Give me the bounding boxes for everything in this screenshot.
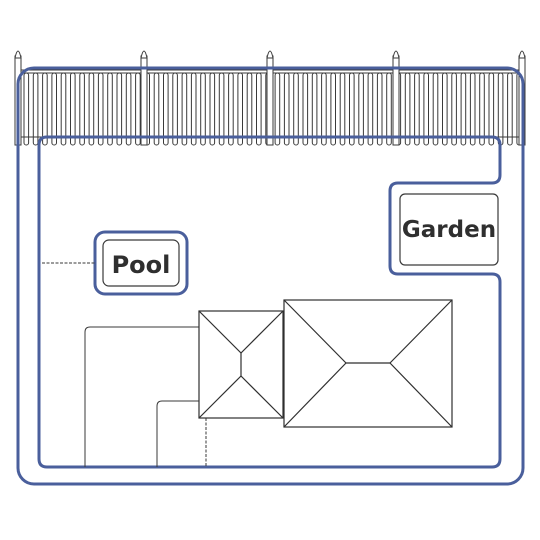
- fence-picket: [60, 72, 67, 146]
- house-small-roof: [198, 310, 284, 419]
- fence-picket: [153, 72, 160, 146]
- fence-picket: [469, 72, 476, 146]
- fence-picket: [237, 72, 243, 146]
- inner-boundary: [37, 135, 502, 469]
- outer-boundary: [16, 66, 525, 486]
- fence-post-finial: [140, 50, 148, 59]
- fence: [14, 50, 526, 146]
- fence-picket: [451, 72, 457, 146]
- fence-picket: [32, 72, 39, 146]
- fence-picket: [311, 72, 318, 146]
- fence-post-finial: [392, 50, 400, 59]
- fence-picket: [172, 72, 178, 146]
- pool-label: Pool: [112, 251, 171, 279]
- fence-picket: [200, 72, 206, 146]
- fence-picket: [23, 72, 30, 146]
- fence-picket: [163, 72, 169, 146]
- fence-picket: [293, 72, 299, 146]
- house-large-roof: [283, 299, 453, 428]
- fence-picket: [190, 72, 197, 146]
- fence-post-finial: [518, 50, 526, 59]
- fence-picket: [321, 72, 327, 146]
- fence-picket: [274, 72, 281, 146]
- fence-picket: [283, 72, 290, 146]
- fence-picket: [442, 72, 448, 146]
- fence-picket: [97, 72, 104, 146]
- fence-picket: [414, 72, 420, 146]
- fence-picket: [107, 72, 113, 146]
- fence-picket: [488, 72, 495, 146]
- fence-post-finial: [14, 50, 22, 59]
- fence-picket: [79, 72, 85, 146]
- fence-picket: [42, 72, 48, 146]
- fence-picket: [218, 72, 225, 146]
- fence-picket: [497, 72, 504, 146]
- fence-picket: [432, 72, 439, 146]
- fence-picket: [376, 72, 383, 146]
- fence-picket: [339, 72, 346, 146]
- fence-picket: [479, 72, 485, 146]
- fence-picket: [330, 72, 336, 146]
- fence-picket: [358, 72, 364, 146]
- fence-picket: [349, 72, 355, 146]
- fence-picket: [135, 72, 141, 146]
- garden-box: [399, 193, 499, 266]
- fence-picket: [386, 72, 392, 146]
- garden: Garden: [399, 193, 499, 266]
- fence-picket: [423, 72, 429, 146]
- fence-picket: [256, 72, 262, 146]
- pool: Pool: [93, 230, 189, 296]
- fence-picket: [125, 72, 132, 146]
- fence-picket: [507, 72, 513, 146]
- fence-picket: [88, 72, 95, 146]
- fence-picket: [70, 72, 76, 146]
- fence-picket: [302, 72, 309, 146]
- left-path: [84, 326, 199, 467]
- fence-post-finial: [266, 50, 274, 59]
- garden-label: Garden: [402, 217, 496, 243]
- fence-picket: [51, 72, 58, 146]
- fence-picket: [228, 72, 234, 146]
- pool-inner-border: [102, 239, 180, 287]
- fence-picket: [209, 72, 216, 146]
- fence-picket: [246, 72, 253, 146]
- fence-picket: [404, 72, 411, 146]
- pool-outer-border: [93, 230, 189, 296]
- fence-picket: [116, 72, 123, 146]
- fence-picket: [460, 72, 467, 146]
- inner-path: [156, 400, 199, 467]
- fence-picket: [181, 72, 188, 146]
- fence-picket: [367, 72, 374, 146]
